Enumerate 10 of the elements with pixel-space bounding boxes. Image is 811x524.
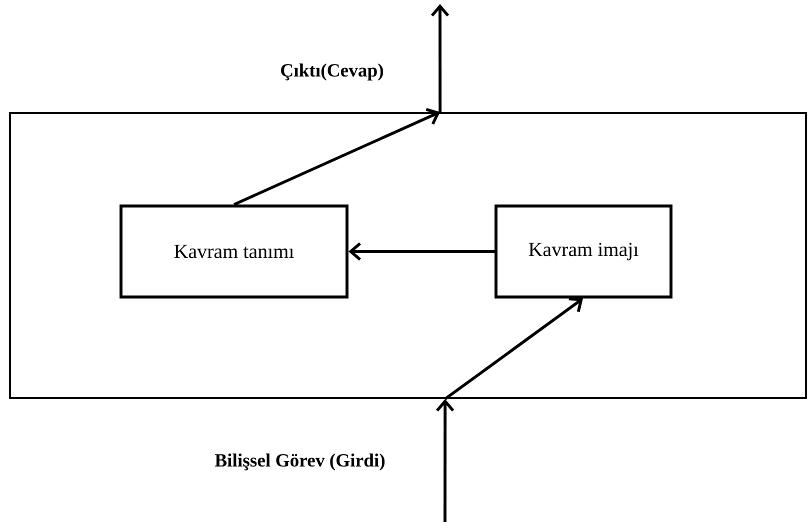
edge-label: Bilişsel Görev (Girdi) — [213, 452, 387, 472]
system-box — [9, 112, 807, 399]
edge-label: Çıktı(Cevap) — [278, 62, 386, 82]
process-box: Kavram tanımı — [120, 204, 348, 298]
arrow — [430, 4, 450, 112]
process-box: Kavram imajı — [494, 204, 672, 298]
arrow — [233, 108, 440, 206]
arrow — [436, 399, 454, 522]
arrow — [444, 297, 583, 400]
arrow — [348, 242, 495, 261]
